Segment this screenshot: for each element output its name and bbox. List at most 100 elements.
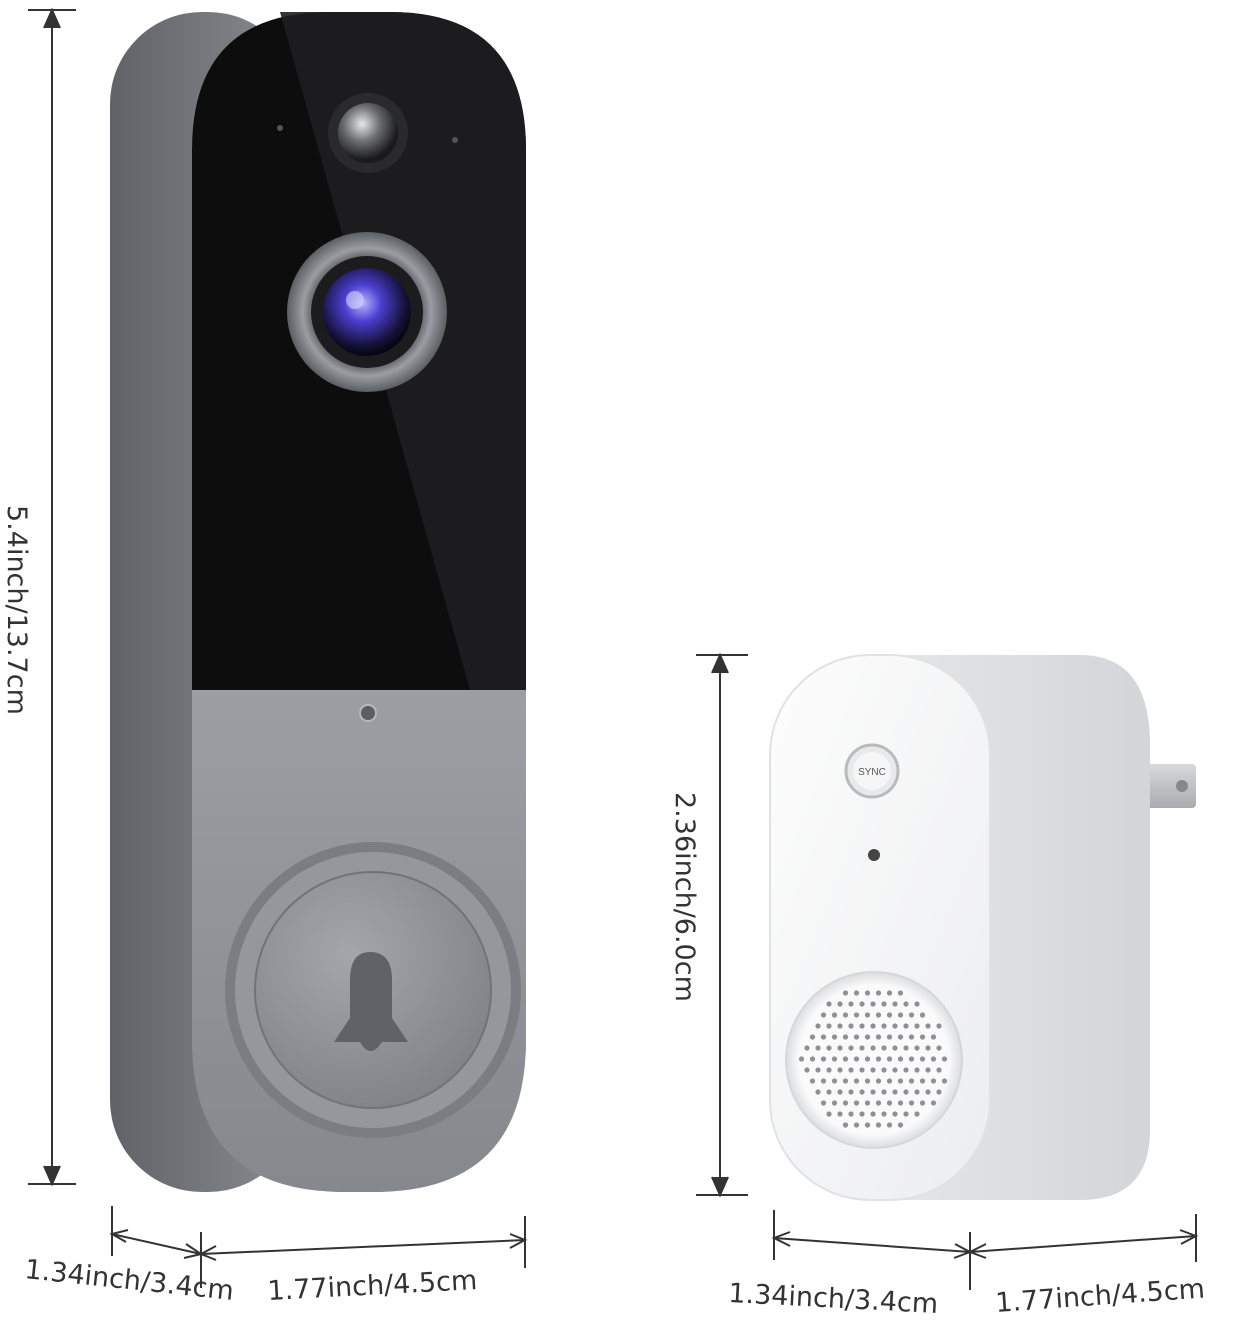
speaker-hole bbox=[853, 1122, 860, 1128]
speaker-hole bbox=[837, 1023, 843, 1029]
speaker-hole bbox=[826, 1067, 832, 1073]
speaker-hole bbox=[859, 1023, 865, 1029]
speaker-hole bbox=[837, 1045, 843, 1051]
speaker-hole bbox=[853, 1012, 860, 1018]
speaker-hole bbox=[892, 1023, 898, 1029]
speaker-hole bbox=[892, 1045, 898, 1051]
speaker-hole bbox=[903, 1089, 909, 1095]
speaker-hole bbox=[831, 1078, 838, 1084]
speaker-hole bbox=[848, 1001, 854, 1007]
speaker-hole bbox=[864, 1034, 871, 1040]
speaker-hole bbox=[809, 1034, 816, 1040]
speaker-hole bbox=[859, 1045, 865, 1051]
speaker-hole bbox=[859, 1111, 865, 1117]
speaker-hole bbox=[820, 1056, 827, 1062]
speaker-hole bbox=[886, 1012, 893, 1018]
speaker-hole bbox=[848, 1111, 854, 1117]
doorbell-width-label: 1.77inch/4.5cm bbox=[267, 1265, 478, 1307]
speaker-hole bbox=[826, 1045, 832, 1051]
speaker-hole bbox=[870, 1111, 876, 1117]
speaker-hole bbox=[919, 1012, 926, 1018]
speaker-hole bbox=[815, 1045, 821, 1051]
speaker-hole bbox=[864, 1122, 871, 1128]
speaker-hole bbox=[886, 1034, 893, 1040]
speaker-hole bbox=[842, 1122, 849, 1128]
speaker-hole bbox=[870, 1089, 876, 1095]
speaker-hole bbox=[925, 1023, 931, 1029]
speaker-hole bbox=[837, 1111, 843, 1117]
speaker-hole bbox=[908, 1078, 915, 1084]
chime-depth-label: 1.34inch/3.4cm bbox=[728, 1278, 939, 1320]
speaker-hole bbox=[897, 1078, 904, 1084]
speaker-hole bbox=[908, 1034, 915, 1040]
speaker-hole bbox=[837, 1067, 843, 1073]
speaker-hole bbox=[881, 1045, 887, 1051]
speaker-hole bbox=[848, 1067, 854, 1073]
speaker-hole bbox=[815, 1067, 821, 1073]
speaker-hole bbox=[936, 1023, 942, 1029]
speaker-hole bbox=[936, 1045, 942, 1051]
speaker-hole bbox=[881, 1023, 887, 1029]
doorbell-height-label: 5.4inch/13.7cm bbox=[1, 505, 32, 715]
speaker-hole bbox=[908, 1012, 915, 1018]
speaker-hole bbox=[820, 1078, 827, 1084]
speaker-hole bbox=[897, 1034, 904, 1040]
speaker-hole bbox=[941, 1078, 948, 1084]
speaker-hole bbox=[815, 1023, 821, 1029]
speaker-hole bbox=[875, 1122, 882, 1128]
speaker-hole bbox=[908, 1100, 915, 1106]
speaker-hole bbox=[886, 1100, 893, 1106]
speaker-hole bbox=[881, 1067, 887, 1073]
speaker-hole bbox=[886, 1078, 893, 1084]
speaker-hole bbox=[875, 1012, 882, 1018]
speaker-hole bbox=[831, 1100, 838, 1106]
speaker-hole bbox=[831, 1034, 838, 1040]
camera-lens-icon bbox=[323, 268, 411, 356]
mic-hole-icon bbox=[452, 137, 458, 143]
speaker-hole bbox=[925, 1045, 931, 1051]
speaker-hole bbox=[826, 1111, 832, 1117]
speaker-hole bbox=[864, 1012, 871, 1018]
speaker-hole bbox=[859, 1001, 865, 1007]
speaker-hole bbox=[848, 1045, 854, 1051]
speaker-hole bbox=[881, 1089, 887, 1095]
speaker-hole bbox=[875, 1078, 882, 1084]
speaker-hole bbox=[820, 1100, 827, 1106]
chime-height-label: 2.36inch/6.0cm bbox=[669, 792, 700, 1002]
speaker-hole bbox=[919, 1056, 926, 1062]
speaker-hole bbox=[826, 1089, 832, 1095]
speaker-hole bbox=[820, 1034, 827, 1040]
sync-label: SYNC bbox=[858, 767, 886, 778]
speaker-hole bbox=[870, 1067, 876, 1073]
speaker-hole bbox=[853, 1100, 860, 1106]
speaker-hole bbox=[941, 1056, 948, 1062]
speaker-hole bbox=[809, 1056, 816, 1062]
speaker-hole bbox=[875, 1100, 882, 1106]
speaker-grille bbox=[785, 971, 963, 1149]
speaker-hole bbox=[903, 1001, 909, 1007]
speaker-hole bbox=[870, 1001, 876, 1007]
speaker-hole bbox=[892, 1001, 898, 1007]
speaker-hole bbox=[870, 1023, 876, 1029]
light-sensor-icon bbox=[359, 704, 377, 722]
speaker-hole bbox=[930, 1034, 937, 1040]
speaker-holes bbox=[798, 990, 948, 1128]
speaker-hole bbox=[886, 990, 893, 996]
speaker-hole bbox=[892, 1111, 898, 1117]
speaker-hole bbox=[864, 1056, 871, 1062]
speaker-hole bbox=[837, 1001, 843, 1007]
speaker-hole bbox=[930, 1100, 937, 1106]
speaker-hole bbox=[864, 1078, 871, 1084]
speaker-hole bbox=[914, 1001, 920, 1007]
speaker-hole bbox=[903, 1023, 909, 1029]
speaker-hole bbox=[914, 1089, 920, 1095]
speaker-hole bbox=[925, 1067, 931, 1073]
speaker-hole bbox=[815, 1089, 821, 1095]
bell-icon bbox=[334, 952, 408, 1042]
speaker-hole bbox=[897, 1056, 904, 1062]
speaker-hole bbox=[919, 1100, 926, 1106]
speaker-hole bbox=[798, 1056, 805, 1062]
speaker-hole bbox=[842, 1056, 849, 1062]
speaker-hole bbox=[853, 1034, 860, 1040]
